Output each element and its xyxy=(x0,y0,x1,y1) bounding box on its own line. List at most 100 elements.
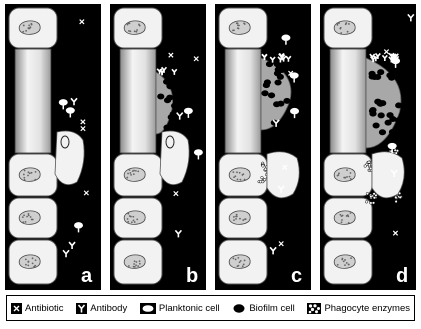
legend-item-antibody: Antibody xyxy=(76,303,127,314)
implant-device xyxy=(15,49,51,153)
enzyme-granule xyxy=(366,192,369,195)
cell-nucleus xyxy=(124,21,145,35)
enzyme-granule xyxy=(364,165,367,168)
chromatin-dot xyxy=(337,24,339,26)
chromatin-dot xyxy=(28,24,30,26)
legend-item-phagocyte-enzymes: Phagocyte enzymes xyxy=(307,303,410,314)
enzyme-granule xyxy=(264,168,267,171)
enzyme-granule xyxy=(262,165,265,168)
chromatin-dot xyxy=(132,170,134,172)
chromatin-dot xyxy=(341,221,343,223)
biofilm-cell xyxy=(284,121,291,127)
legend-label: Antibody xyxy=(90,303,127,314)
biofilm-cell xyxy=(395,102,402,108)
chromatin-dot xyxy=(24,170,26,172)
phagocyte-cell xyxy=(160,131,189,185)
enzyme-granule xyxy=(395,196,398,199)
biofilm-cell xyxy=(283,98,290,104)
biofilm-cell xyxy=(273,101,280,107)
chromatin-dot xyxy=(135,264,137,266)
chromatin-dot xyxy=(23,214,25,216)
chromatin-dot xyxy=(344,259,346,261)
chromatin-dot xyxy=(127,221,129,223)
chromatin-dot xyxy=(138,24,140,26)
chromatin-dot xyxy=(25,264,27,266)
chromatin-dot xyxy=(23,177,25,179)
chromatin-dot xyxy=(29,172,31,174)
chromatin-dot xyxy=(28,213,30,215)
chromatin-dot xyxy=(232,171,234,173)
chromatin-dot xyxy=(350,257,352,259)
chromatin-dot xyxy=(136,31,138,33)
enzyme-granule xyxy=(263,178,266,181)
chromatin-dot xyxy=(25,258,27,260)
chromatin-dot xyxy=(350,172,352,174)
biofilm-cell xyxy=(379,129,386,135)
enzyme-granule xyxy=(259,180,262,183)
chromatin-dot xyxy=(129,30,131,32)
chromatin-dot xyxy=(346,169,348,171)
biofilm-cell xyxy=(369,111,376,117)
chromatin-dot xyxy=(31,172,33,174)
enzyme-granule xyxy=(370,195,373,198)
chromatin-dot xyxy=(23,25,25,27)
chromatin-dot xyxy=(27,264,29,266)
chromatin-dot xyxy=(130,174,132,176)
chromatin-dot xyxy=(133,219,135,221)
chromatin-dot xyxy=(337,264,339,266)
chromatin-dot xyxy=(350,212,352,214)
biofilm-cell xyxy=(274,80,281,86)
biofilm-cell-icon xyxy=(232,303,246,314)
biofilm-cell xyxy=(163,125,170,131)
chromatin-dot xyxy=(242,219,244,221)
chromatin-dot xyxy=(126,177,128,179)
chromatin-dot xyxy=(244,260,246,262)
implant-device xyxy=(120,49,156,153)
chromatin-dot xyxy=(237,24,239,26)
panel-label: b xyxy=(186,265,198,287)
planktonic-cell xyxy=(281,35,290,41)
chromatin-dot xyxy=(129,169,131,171)
chromatin-dot xyxy=(31,24,33,26)
chromatin-dot xyxy=(236,214,238,216)
chromatin-dot xyxy=(339,214,341,216)
implant-device xyxy=(330,49,366,153)
biofilm-cell xyxy=(373,123,380,129)
chromatin-dot xyxy=(134,221,136,223)
biofilm-cell xyxy=(374,99,381,105)
planktonic-cell xyxy=(194,149,203,155)
enzyme-granule xyxy=(261,176,264,179)
cell-nucleus xyxy=(334,255,355,269)
chromatin-dot xyxy=(24,179,26,181)
chromatin-dot xyxy=(338,172,340,174)
panel-a: a xyxy=(5,4,101,290)
implant-device xyxy=(225,49,261,153)
chromatin-dot xyxy=(237,257,239,259)
chromatin-dot xyxy=(350,178,352,180)
legend-item-planktonic-cell: Planktonic cell xyxy=(140,303,220,314)
chromatin-dot xyxy=(25,221,27,223)
biofilm-cell xyxy=(170,111,177,117)
biofilm-cell xyxy=(378,112,385,118)
chromatin-dot xyxy=(29,27,31,29)
planktonic-cell xyxy=(388,143,397,149)
panel-label: d xyxy=(396,265,408,287)
chromatin-dot xyxy=(27,175,29,177)
chromatin-dot xyxy=(25,30,27,32)
chromatin-dot xyxy=(31,219,33,221)
planktonic-cell xyxy=(184,108,193,114)
phagocyte-enzymes-icon xyxy=(307,303,321,314)
legend-label: Planktonic cell xyxy=(159,303,220,314)
biofilm-cell xyxy=(389,129,396,135)
chromatin-dot xyxy=(242,265,244,267)
biofilm-cell xyxy=(386,72,393,78)
chromatin-dot xyxy=(338,22,340,24)
chromatin-dot xyxy=(133,263,135,265)
enzyme-granule xyxy=(372,202,375,205)
planktonic-cell-icon xyxy=(140,303,156,314)
chromatin-dot xyxy=(22,216,24,218)
biofilm-cell xyxy=(377,69,384,75)
chromatin-dot xyxy=(340,32,342,34)
chromatin-dot xyxy=(134,266,136,268)
